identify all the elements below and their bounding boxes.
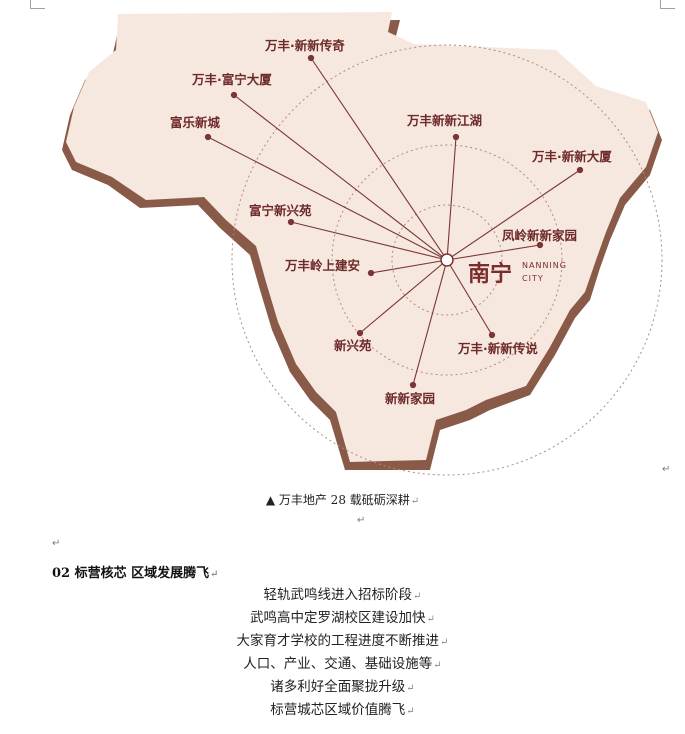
- paragraph-mark: ↵: [440, 637, 449, 648]
- connection-lines: [204, 54, 584, 389]
- body-line-text: 人口、产业、交通、基础设施等: [243, 656, 433, 672]
- dot-xinxingyuan: [356, 329, 364, 337]
- paragraph-mark: ↵: [413, 591, 422, 602]
- body-line: 轻轨武鸣线进入招标阶段↵: [0, 583, 685, 603]
- body-line: 诸多利好全面聚拢升级↵: [0, 675, 685, 695]
- city-sub-nanning: NANNING: [522, 261, 567, 270]
- line-xinxingyuan: [359, 259, 448, 334]
- paragraph-mark: ↵: [426, 614, 435, 625]
- dot-lingshang-jianan: [367, 269, 375, 277]
- city-name-nanning: 南宁: [468, 261, 512, 287]
- label-xinxin-jianghu: 万丰新新江湖: [406, 113, 482, 128]
- section-heading-text: 02 标营核芯 区域发展腾飞: [52, 566, 210, 581]
- label-xinxin-dasha: 万丰·新新大厦: [531, 149, 612, 164]
- body-line: 人口、产业、交通、基础设施等↵: [0, 652, 685, 672]
- dot-funing-dasha: [230, 91, 238, 99]
- radius-circles: [231, 44, 663, 476]
- line-xinxin-jiayuan: [412, 259, 448, 386]
- page-corner-mark-left: [30, 0, 45, 9]
- label-xinxin-chuanqi: 万丰·新新传奇: [264, 38, 345, 53]
- paragraph-mark: ↵: [410, 496, 420, 507]
- label-fengling-jiayuan: 凤岭新新家园: [502, 228, 577, 243]
- city-sub-city: CITY: [522, 274, 544, 283]
- body-line-text: 大家育才学校的工程进度不断推进: [236, 633, 440, 649]
- label-xinxin-chuanshuo: 万丰·新新传说: [457, 341, 538, 356]
- body-line: 武鸣高中定罗湖校区建设加快↵: [0, 606, 685, 626]
- body-line-text: 诸多利好全面聚拢升级: [270, 679, 406, 695]
- radius-circle-1: [391, 204, 503, 316]
- dot-xinxin-chuanqi: [307, 54, 315, 62]
- map-svg: 万丰·新新传奇 万丰·富宁大厦 富乐新城 万丰新新江湖 万丰·新新大厦 富宁新兴…: [62, 12, 663, 476]
- dot-fengling-jiayuan: [536, 241, 544, 249]
- section-heading: 02 标营核芯 区域发展腾飞↵: [52, 562, 219, 581]
- dot-funing-xinxingyuan: [287, 218, 295, 226]
- line-xinxin-dasha: [446, 169, 581, 261]
- dot-fule-xincheng: [204, 133, 212, 141]
- radius-circle-2: [331, 144, 563, 376]
- label-xinxingyuan: 新兴苑: [334, 338, 372, 353]
- label-funing-dasha: 万丰·富宁大厦: [191, 72, 272, 87]
- dot-xinxin-chuanshuo: [488, 331, 496, 339]
- line-xinxin-chuanqi: [310, 57, 448, 261]
- nanning-projects-map: 万丰·新新传奇 万丰·富宁大厦 富乐新城 万丰新新江湖 万丰·新新大厦 富宁新兴…: [62, 12, 663, 476]
- line-funing-xinxingyuan: [290, 221, 448, 261]
- body-line-text: 标营城芯区域价值腾飞: [270, 702, 406, 718]
- center-hub-marker: [440, 253, 454, 267]
- line-xinxin-jianghu: [446, 136, 457, 261]
- map-land: [66, 12, 658, 462]
- paragraph-mark: ↵: [52, 538, 61, 549]
- label-fule-xincheng: 富乐新城: [170, 115, 221, 130]
- caption-text: ▲ 万丰地产 28 载砥砺深耕: [265, 493, 410, 507]
- body-line: 大家育才学校的工程进度不断推进↵: [0, 629, 685, 649]
- dot-xinxin-jianghu: [452, 133, 460, 141]
- paragraph-mark: ↵: [210, 569, 219, 580]
- line-lingshang-jianan: [370, 259, 448, 274]
- body-line-text: 轻轨武鸣线进入招标阶段: [263, 587, 413, 603]
- line-xinxin-chuanshuo: [446, 259, 493, 336]
- label-lingshang-jianan: 万丰岭上建安: [284, 258, 360, 273]
- page-corner-mark-right: [660, 0, 675, 9]
- body-line: 标营城芯区域价值腾飞↵: [0, 698, 685, 718]
- label-funing-xinxingyuan: 富宁新兴苑: [249, 203, 312, 218]
- label-xinxin-jiayuan: 新新家园: [385, 391, 435, 406]
- dot-xinxin-dasha: [576, 166, 584, 174]
- paragraph-mark: ↵: [406, 683, 415, 694]
- paragraph-mark: ↵: [357, 515, 366, 526]
- paragraph-mark: ↵: [662, 464, 671, 475]
- map-caption: ▲ 万丰地产 28 载砥砺深耕↵: [0, 491, 685, 508]
- body-line-text: 武鸣高中定罗湖校区建设加快: [250, 610, 426, 626]
- line-fengling-jiayuan: [446, 244, 541, 261]
- dot-xinxin-jiayuan: [409, 381, 417, 389]
- radius-circle-3: [231, 44, 663, 476]
- paragraph-mark: ↵: [406, 706, 415, 717]
- line-fule-xincheng: [207, 136, 448, 261]
- paragraph-mark: ↵: [433, 660, 442, 671]
- line-funing-dasha: [233, 94, 448, 261]
